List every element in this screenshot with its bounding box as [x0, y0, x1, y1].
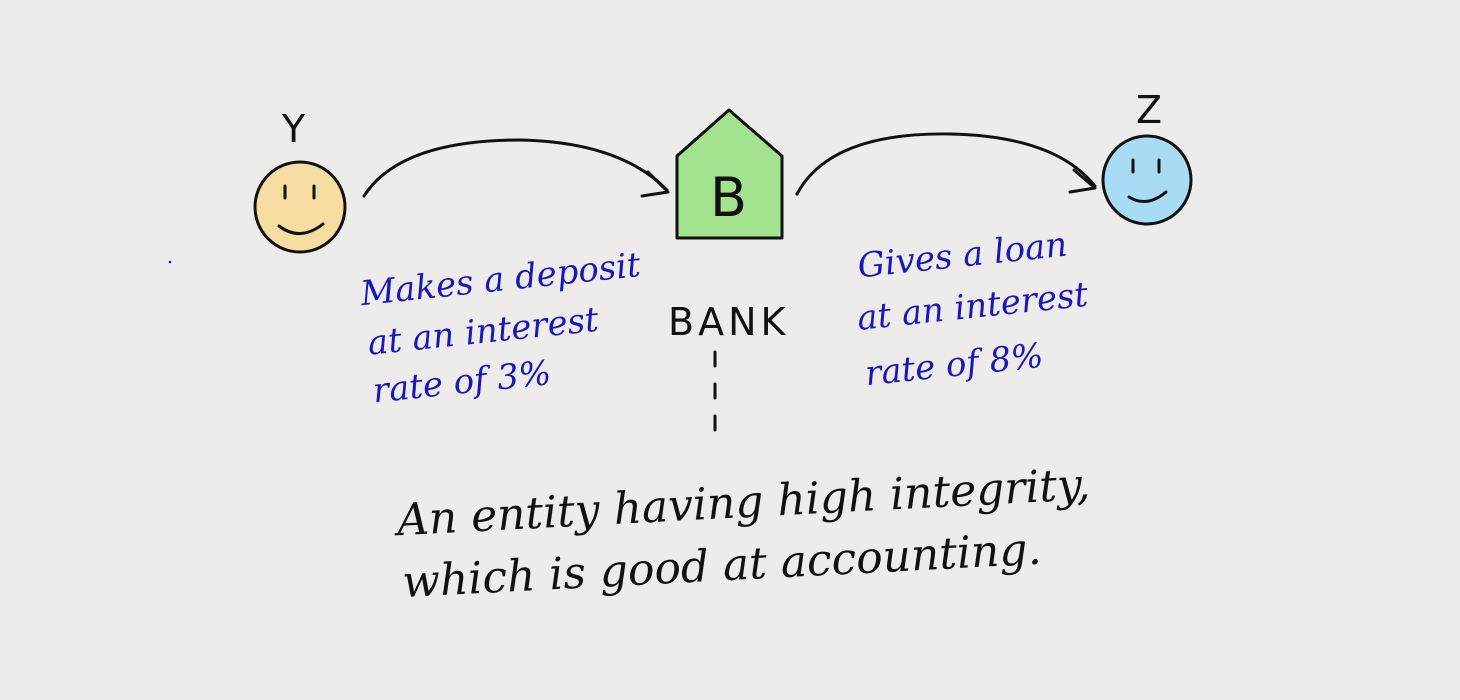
- loan-note-line-2: at an interest: [855, 275, 1090, 339]
- loan-note-line-1: Gives a loan: [856, 225, 1069, 287]
- person-y-label: Y: [281, 107, 306, 151]
- bank-description: An entity having high integrity, which i…: [392, 459, 1091, 608]
- arrow-bank-to-z: [795, 132, 1097, 196]
- bank: B BANK: [668, 108, 789, 444]
- person-z: Z: [1101, 88, 1193, 226]
- bank-letter: B: [710, 166, 747, 229]
- person-y: Y: [253, 107, 347, 254]
- deposit-note: Makes a deposit at an interest rate of 3…: [358, 245, 643, 411]
- deposit-note-line-3: rate of 3%: [371, 353, 553, 411]
- person-z-face-icon: [1101, 134, 1193, 226]
- stray-dot: [168, 260, 172, 264]
- loan-note: Gives a loan at an interest rate of 8%: [855, 225, 1090, 395]
- deposit-note-line-1: Makes a deposit: [358, 245, 643, 314]
- bank-label: BANK: [668, 300, 789, 344]
- person-z-smile: [1127, 190, 1168, 203]
- arrow-y-to-bank: [362, 138, 670, 198]
- person-y-face-icon: [253, 160, 347, 254]
- bank-house-icon: [675, 108, 784, 240]
- person-z-label: Z: [1136, 88, 1162, 132]
- loan-note-line-3: rate of 8%: [863, 336, 1045, 394]
- person-y-smile: [277, 222, 325, 235]
